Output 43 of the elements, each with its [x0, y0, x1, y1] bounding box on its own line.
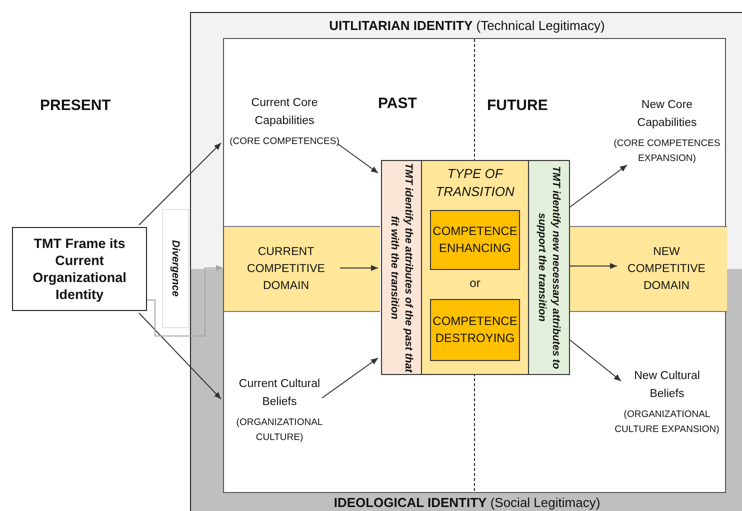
inner-panel	[223, 38, 726, 493]
band-label: NEW COMPETITIVE DOMAIN	[626, 244, 706, 294]
capability-label: Current Core Capabilities	[250, 96, 319, 129]
box-label: TMT Frame its Current Organizational Identity	[32, 235, 128, 303]
competence-box	[430, 299, 520, 361]
identity-box	[12, 227, 147, 311]
arrow	[340, 265, 378, 271]
arrow	[146, 265, 224, 336]
frame-heading: IDEOLOGICAL IDENTITY (Social Legitimacy)	[332, 495, 602, 510]
connector-word: or	[468, 276, 482, 290]
period-label: FUTURE	[487, 97, 548, 114]
capability-label: New Cultural Beliefs	[633, 369, 701, 402]
arrow	[138, 142, 222, 226]
competence-box	[430, 210, 520, 270]
vertical-label: TMT identify new necessary attributes to support the transition	[535, 164, 563, 372]
capability-note: (ORGANIZATIONAL CULTURE)	[235, 416, 324, 445]
frame-heading: UITLITARIAN IDENTITY (Technical Legitimacy)	[328, 18, 606, 33]
domain-band	[224, 226, 380, 312]
vertical-label: TMT identify the attributes of the past that fit with the transition	[388, 162, 416, 374]
arrow	[570, 263, 618, 269]
capability-label: Current Cultural Beliefs	[238, 377, 322, 410]
identity-frame	[190, 12, 742, 511]
arrow	[570, 340, 622, 382]
attribute-box	[381, 160, 422, 375]
capability-note: (CORE COMPETENCES)	[228, 135, 340, 149]
arrow	[138, 312, 222, 400]
arrow	[322, 358, 378, 398]
box-label: COMPETENCE ENHANCING	[432, 223, 518, 257]
arrow	[570, 164, 628, 208]
band-label: CURRENT COMPETITIVE DOMAIN	[246, 244, 326, 294]
vertical-label: Divergence	[168, 240, 182, 297]
arrow	[338, 144, 378, 174]
capability-note: (ORGANIZATIONAL CULTURE EXPANSION)	[614, 408, 720, 437]
period-label: PRESENT	[40, 97, 111, 114]
attribute-box	[528, 160, 570, 375]
box-label: COMPETENCE DESTROYING	[432, 313, 518, 347]
capability-label: New Core Capabilities	[636, 98, 698, 131]
period-label: PAST	[378, 95, 417, 112]
domain-band	[570, 226, 727, 312]
capability-note: (CORE COMPETENCES EXPANSION)	[612, 137, 722, 166]
transition-heading: TYPE OF TRANSITION	[434, 165, 516, 201]
transition-box	[422, 160, 528, 375]
divergence-box	[162, 209, 189, 328]
